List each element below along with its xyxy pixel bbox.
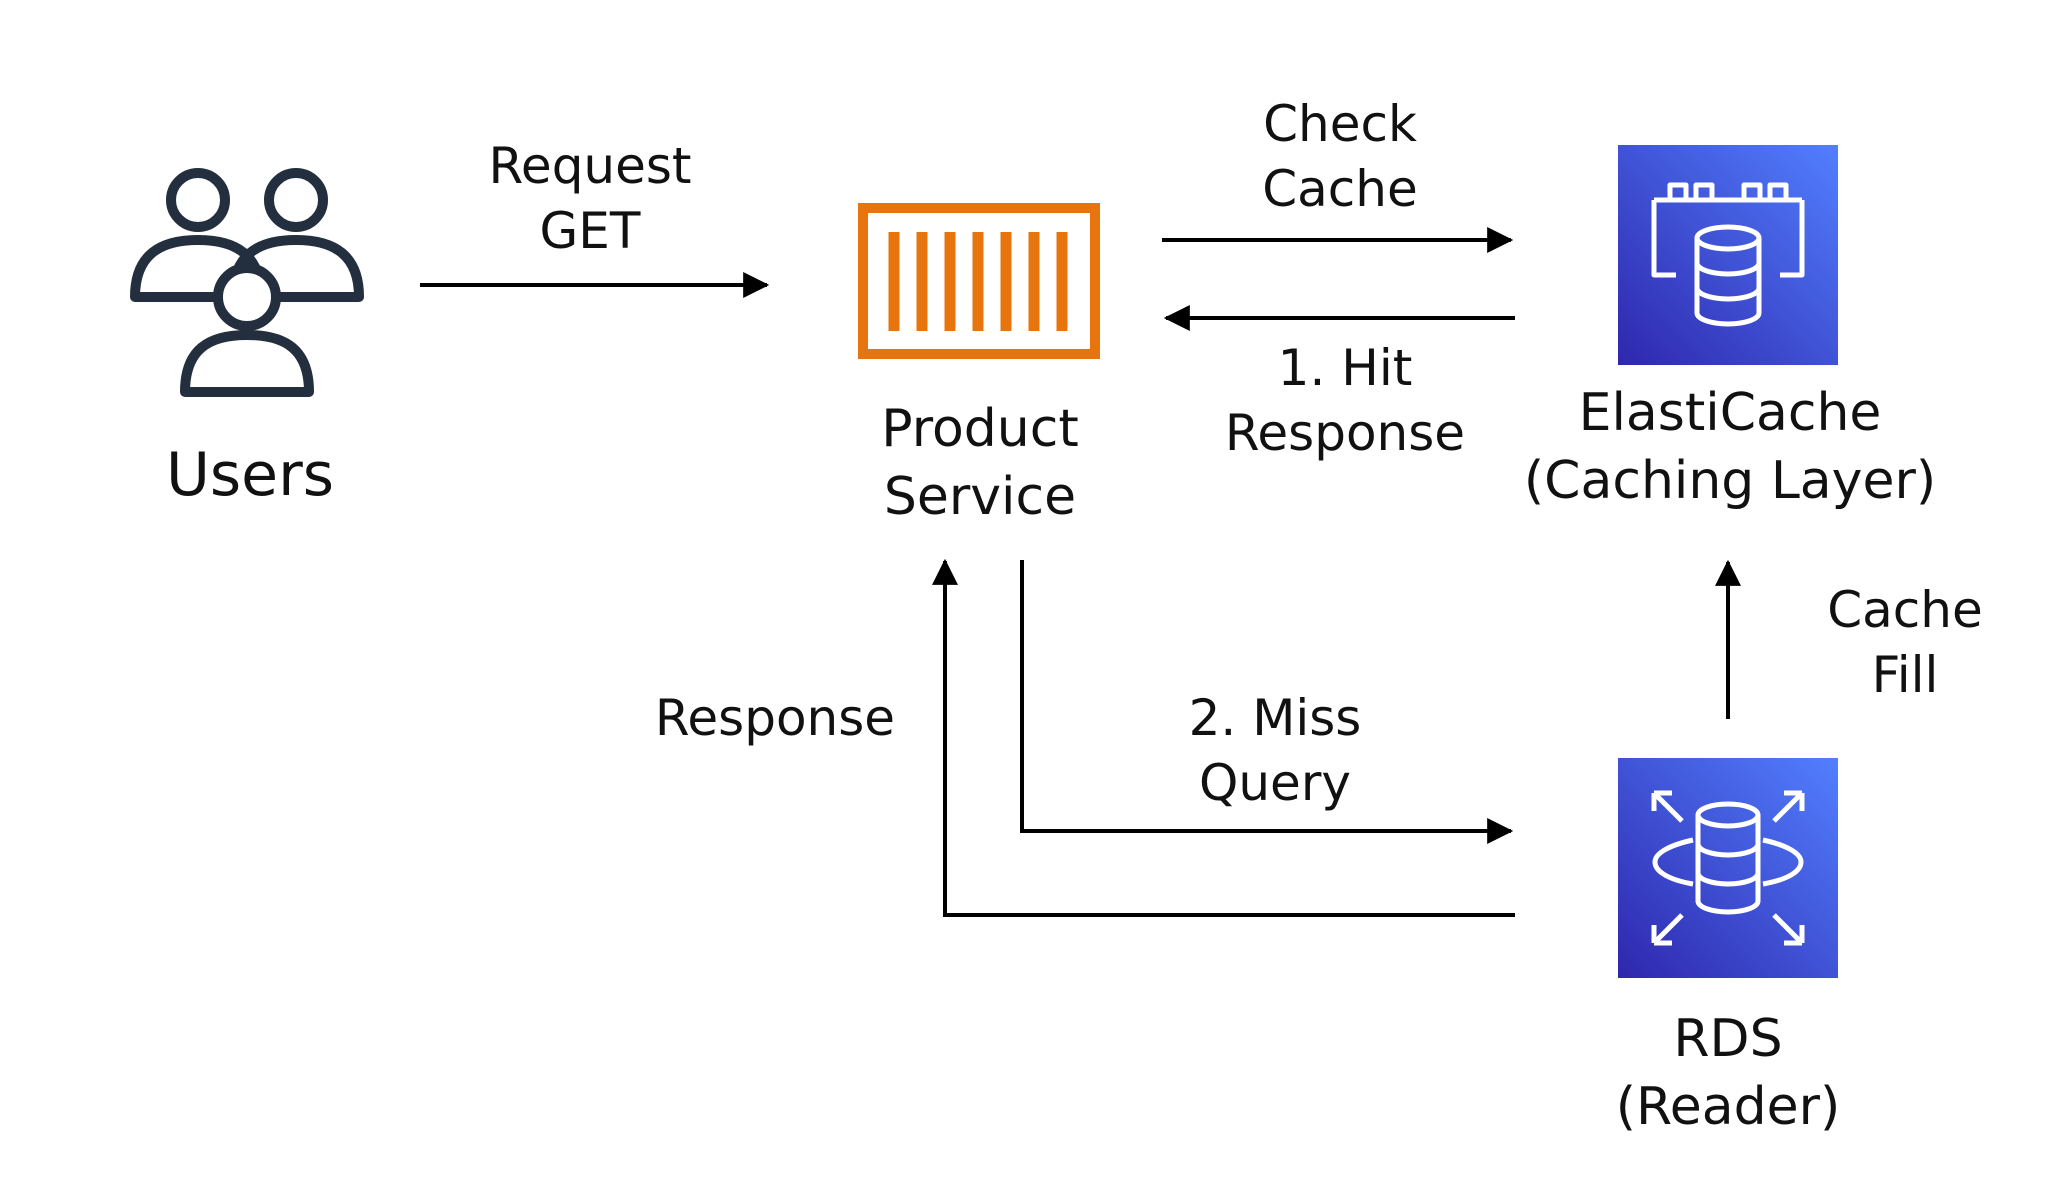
rds-label: RDS (Reader) [1615,1009,1841,1137]
miss-query-edge-label: 2. Miss Query [1188,689,1362,812]
response-edge-label: Response [654,689,896,747]
hit-response-edge-label: 1. Hit Response [1224,339,1466,462]
check-cache-edge-label: Check Cache [1262,95,1418,218]
elasticache-icon [1618,145,1838,365]
product-service-label: Product Service [881,399,1079,527]
request-edge-label: Request GET [488,137,692,260]
miss-query-arrow [1020,560,1514,844]
users-label: Users [165,440,335,510]
cache-fill-edge-label: Cache Fill [1827,581,1983,704]
response-arrow [932,558,1515,917]
container-icon [858,203,1100,359]
elasticache-label: ElastiCache (Caching Layer) [1523,383,1937,511]
rds-icon [1618,758,1838,978]
users-icon [130,168,364,397]
